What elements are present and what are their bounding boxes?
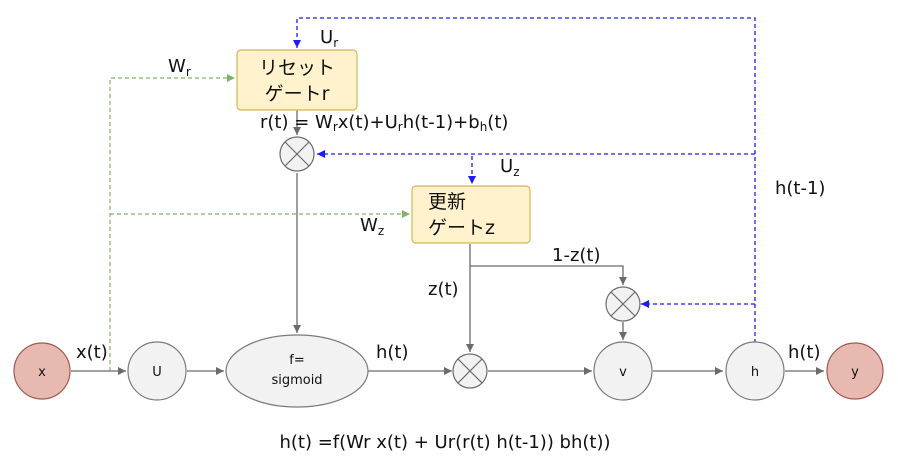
node-f-sigmoid: f= sigmoid (225, 334, 369, 408)
reset-gate-label-1: リセット (259, 57, 335, 79)
label-one-minus-z: 1-z(t) (552, 245, 601, 266)
label-h-t-out: h(t) (788, 342, 821, 363)
label-x-t: x(t) (76, 342, 108, 363)
update-gate-label-2: ゲートz (428, 217, 495, 239)
update-gate-box: 更新 ゲートz (411, 185, 531, 244)
node-f-label-2: sigmoid (271, 373, 322, 388)
multiply-node-hidden (452, 353, 488, 389)
node-h: h (725, 341, 785, 401)
h-prev-trunk (293, 17, 756, 350)
node-u-label: U (152, 365, 162, 380)
node-y-label: y (851, 365, 859, 380)
w-connections (109, 74, 410, 371)
flow-lines (71, 110, 824, 375)
bottom-equation: h(t) =f(Wr x(t) + Ur(r(t) h(t-1)) bh(t)) (279, 432, 610, 453)
label-z-t: z(t) (428, 279, 459, 300)
edge-update-mult2 (470, 265, 627, 285)
reset-gate-label-2: ゲートr (265, 83, 330, 105)
update-gate-label-1: 更新 (428, 191, 466, 213)
node-f-label-1: f= (289, 353, 304, 368)
label-h-t-minus-1: h(t-1) (775, 178, 825, 199)
multiply-node-update (605, 286, 641, 322)
reset-gate-box: リセット ゲートr (236, 49, 358, 111)
label-h-t-mid: h(t) (376, 342, 409, 363)
label-u-r: Ur (320, 27, 338, 50)
reset-equation: r(t) = Wrx(t)+Urh(t-1)+bh(t) (260, 112, 508, 134)
node-y: y (826, 342, 884, 400)
node-h-label: h (751, 365, 759, 380)
label-w-r: Wr (168, 56, 191, 79)
label-w-z: Wz (360, 215, 384, 238)
label-u-z: Uz (500, 156, 520, 179)
multiply-node-reset (279, 136, 315, 172)
node-x-label: x (38, 365, 46, 380)
node-u: U (127, 341, 187, 401)
w-r-edge (109, 74, 235, 371)
u-connections (293, 17, 756, 350)
node-v: v (593, 341, 653, 401)
node-v-label: v (619, 365, 627, 380)
node-x: x (13, 342, 71, 400)
